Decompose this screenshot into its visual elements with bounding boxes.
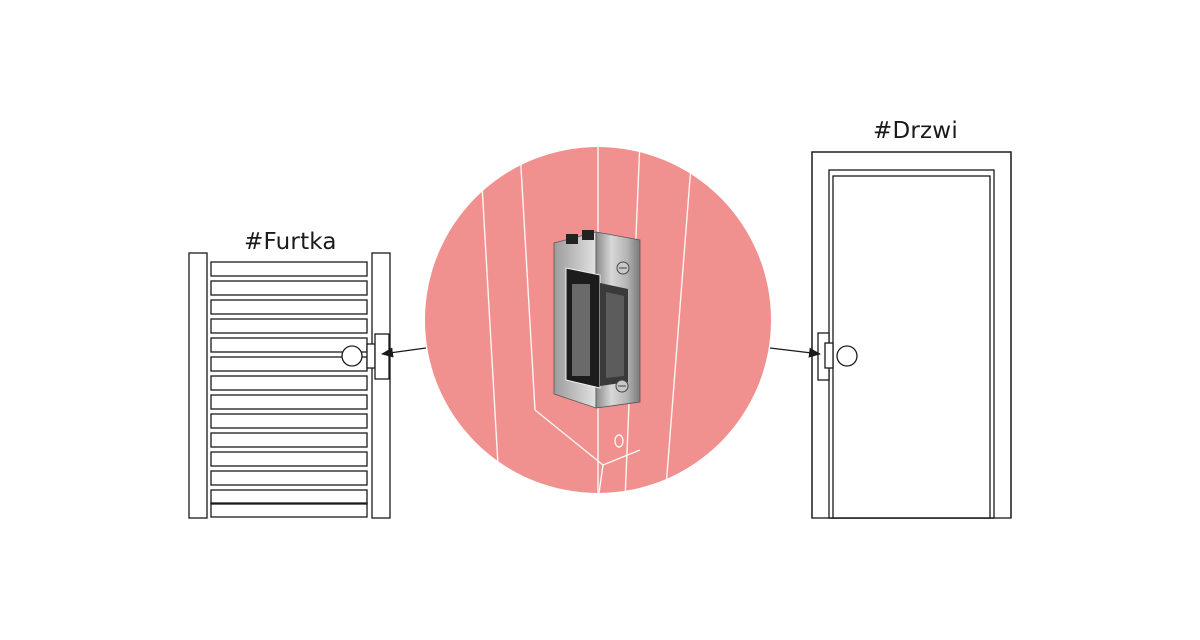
gate-illustration	[188, 252, 391, 519]
gate-left-post	[188, 252, 208, 519]
strike-closeup	[425, 147, 771, 493]
gate-right-post	[371, 252, 391, 519]
gate-slats	[210, 261, 368, 505]
gate-label: #Furtka	[244, 229, 337, 255]
gate-strike-plate	[374, 333, 390, 380]
door-leaf	[832, 175, 991, 519]
arrow-to-gate	[381, 347, 427, 358]
door-label: #Drzwi	[873, 118, 958, 144]
door-knob-icon	[836, 345, 858, 367]
door-illustration	[811, 151, 1012, 519]
arrow-to-door	[769, 347, 821, 358]
electric-strike-icon	[553, 230, 641, 409]
gate-knob-icon	[341, 345, 363, 367]
